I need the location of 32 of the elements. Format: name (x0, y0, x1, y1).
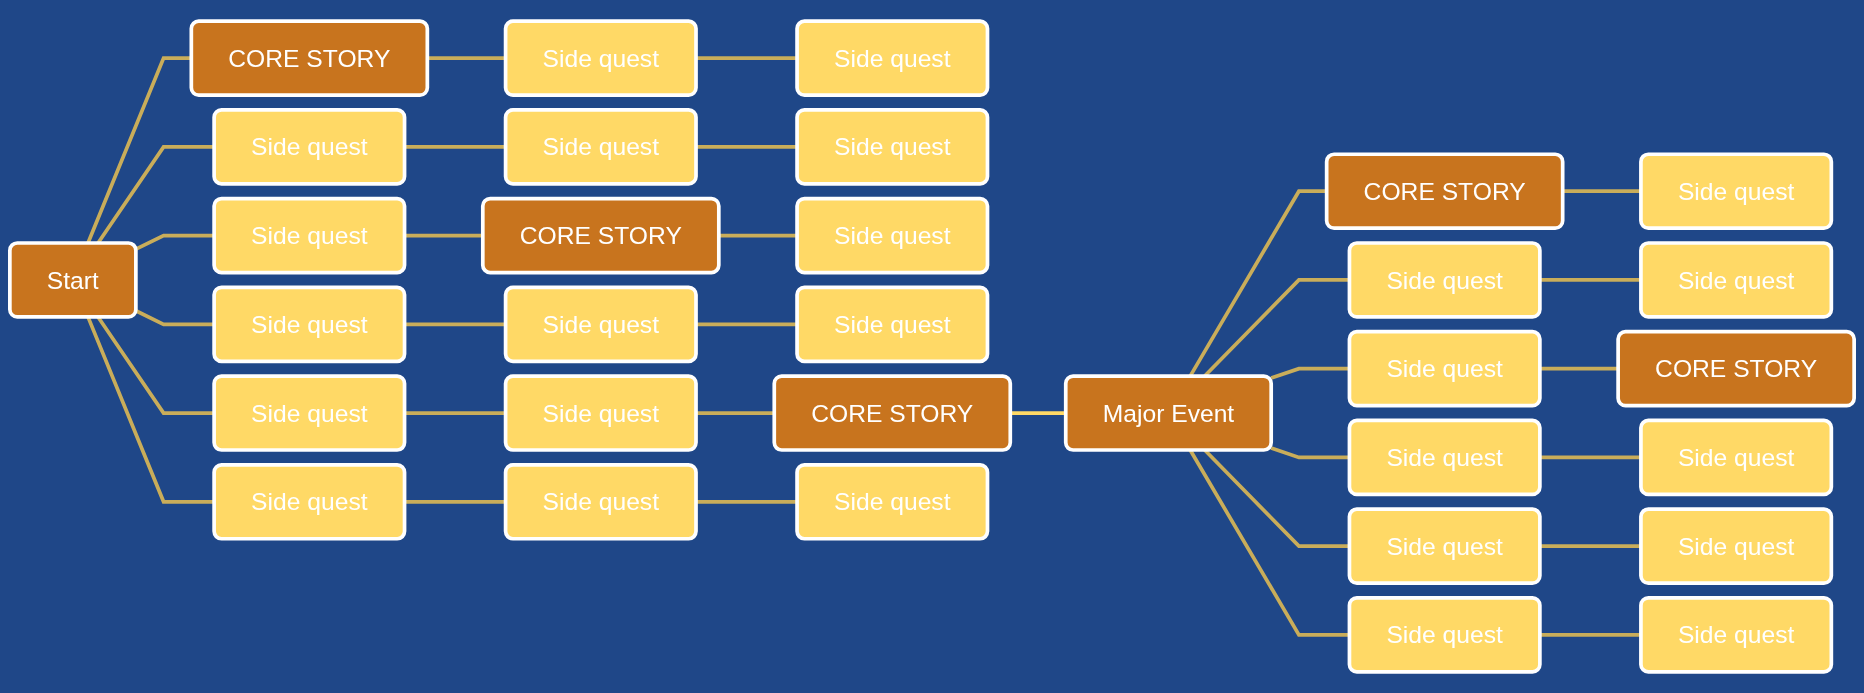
node-box: Side quest (503, 19, 698, 97)
node-box: Side quest (212, 108, 407, 186)
node-box: Side quest (212, 374, 407, 452)
node-box: Side quest (503, 108, 698, 186)
node-box: Side quest (795, 19, 990, 97)
node-box: Side quest (795, 108, 990, 186)
node-box: CORE STORY (1324, 152, 1565, 231)
node-box: Side quest (1639, 152, 1834, 231)
node-box: Side quest (1639, 507, 1834, 585)
node-box: Side quest (1347, 507, 1542, 585)
node-box: Side quest (795, 196, 990, 275)
node-box: CORE STORY (1616, 329, 1856, 408)
node-box: Side quest (212, 196, 407, 275)
node-box: Side quest (795, 285, 990, 364)
node-box: Side quest (503, 374, 698, 452)
node-box: Side quest (1347, 418, 1542, 497)
node-box: Side quest (503, 462, 698, 541)
node-box: CORE STORY (480, 196, 721, 275)
node-box: Side quest (1347, 596, 1542, 674)
node-box: CORE STORY (772, 374, 1013, 452)
node-box: CORE STORY (189, 19, 430, 97)
node-box: Start (8, 241, 138, 319)
node-box: Side quest (795, 462, 990, 541)
node-box: Side quest (503, 285, 698, 364)
node-box: Side quest (1639, 596, 1834, 674)
node-box: Side quest (1347, 329, 1542, 408)
node-box: Side quest (1639, 241, 1834, 319)
node-box: Side quest (1639, 418, 1834, 497)
node-box: Side quest (212, 462, 407, 541)
node-box: Side quest (1347, 241, 1542, 319)
node-box: Major Event (1063, 374, 1274, 452)
node-box: Side quest (212, 285, 407, 364)
